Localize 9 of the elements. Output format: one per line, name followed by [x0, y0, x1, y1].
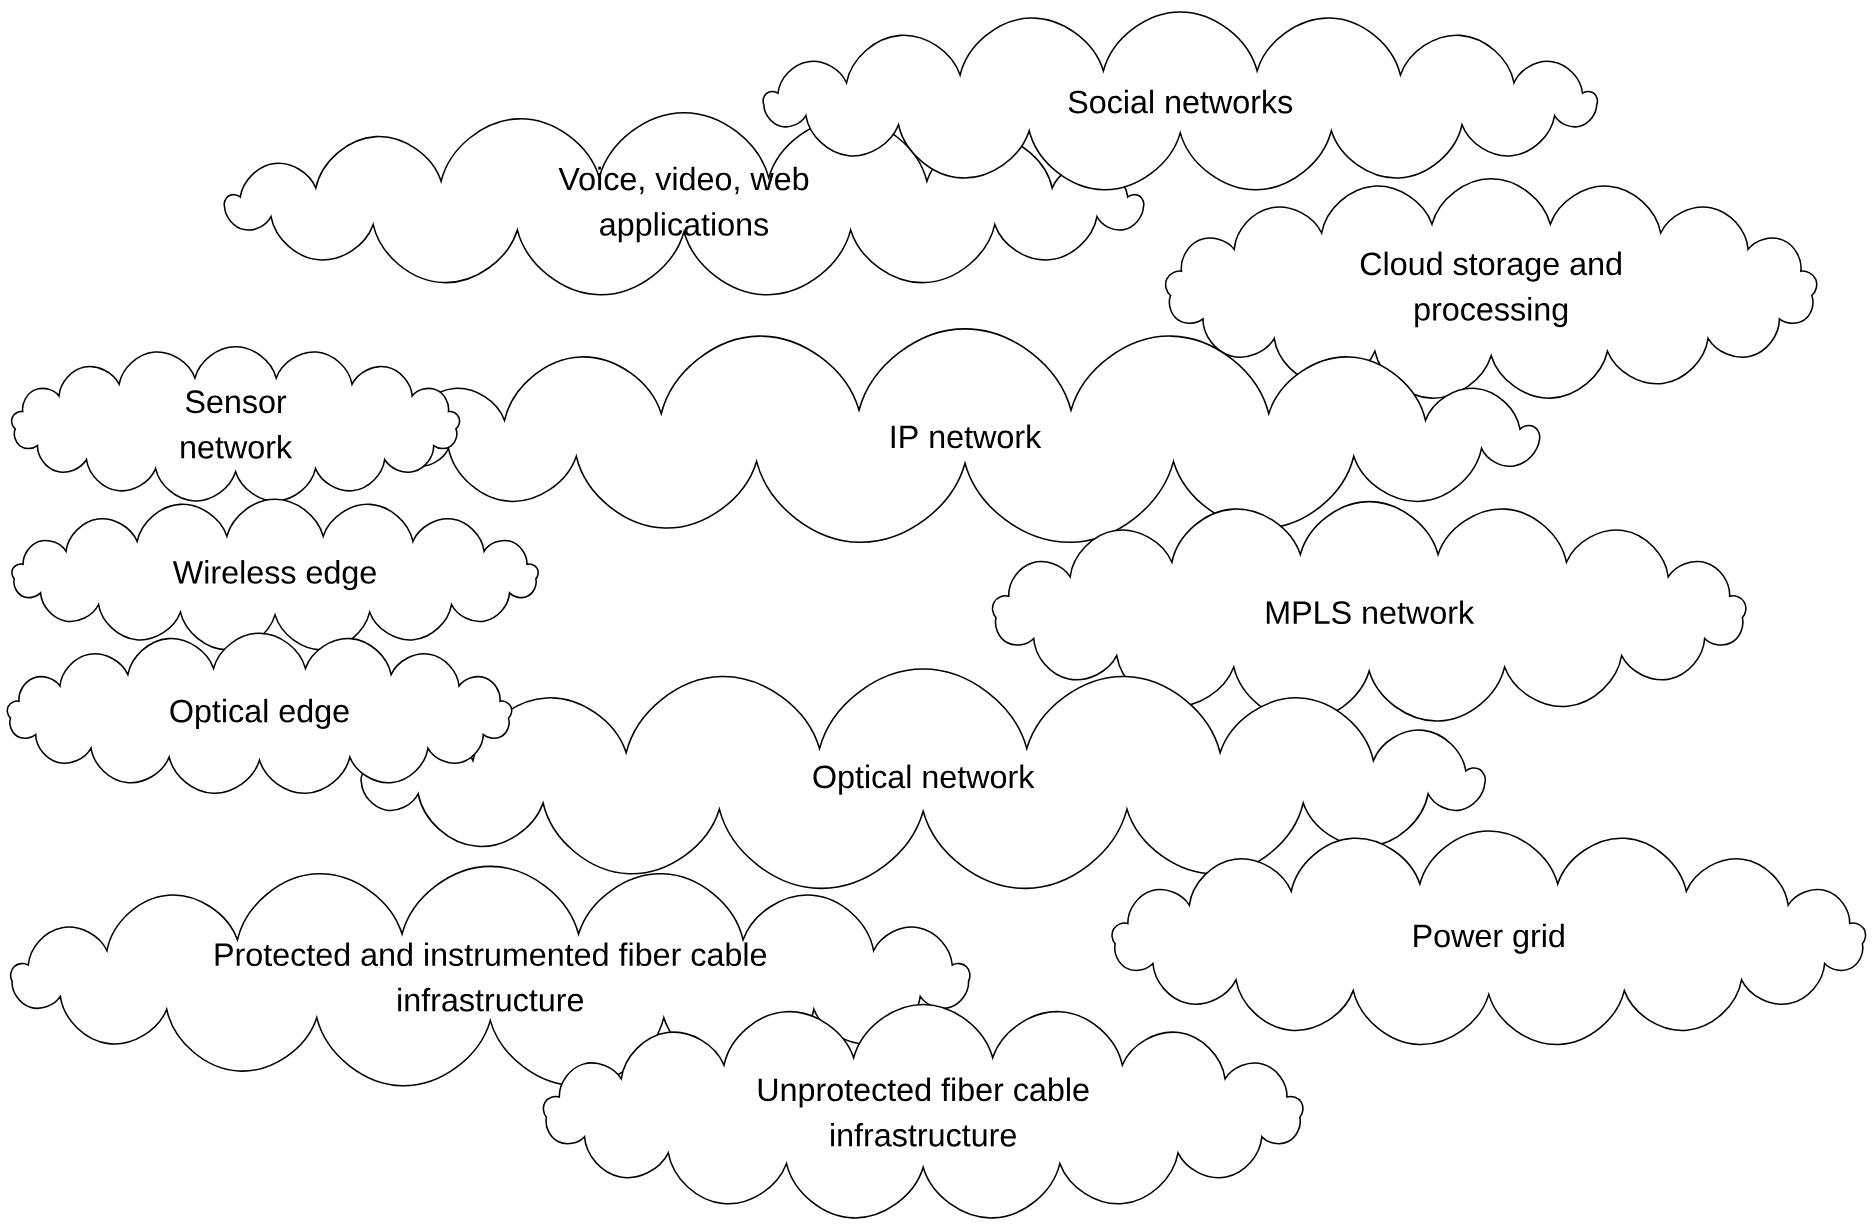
cloud: Power grid [1111, 830, 1867, 1046]
cloud: Sensor network [10, 346, 461, 502]
cloud: Wireless edge [11, 498, 539, 651]
cloud: IP network [389, 328, 1541, 544]
cloud: Cloud storage and processing [1164, 178, 1818, 399]
cloud: Optical network [360, 668, 1487, 890]
cloud: Optical edge [6, 632, 513, 795]
node-label: Power grid [1414, 923, 1564, 954]
cloud: MPLS network [991, 500, 1747, 722]
